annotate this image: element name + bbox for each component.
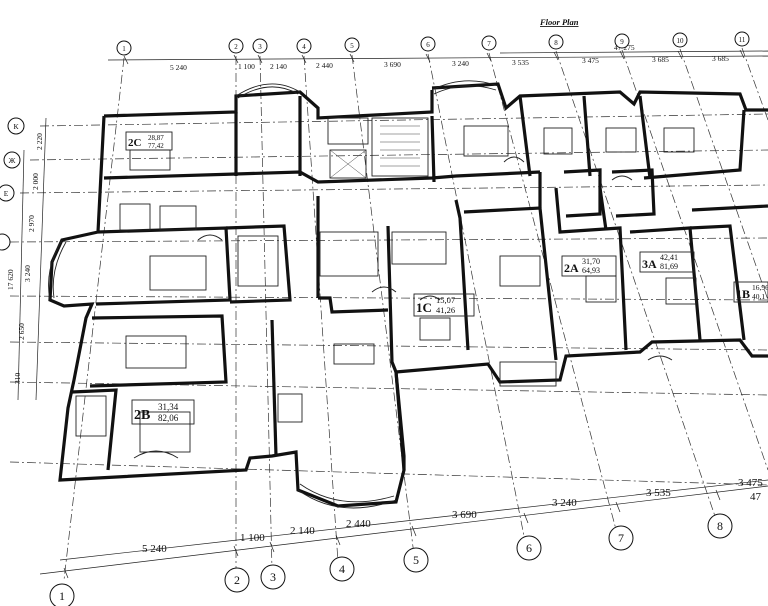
bottom-axis-numbers: 1 2 3 4 5 6 7 8 — [59, 519, 723, 603]
dim-bottom-7: 3 535 — [646, 487, 671, 499]
axis-bottom-7: 7 — [618, 531, 624, 545]
axis-top-4: 4 — [302, 43, 306, 51]
axis-top-11: 11 — [739, 36, 746, 44]
unit-tag-2c: 2C 28,87 77,42 — [125, 131, 173, 151]
dim-bottom-5: 3 690 — [452, 509, 477, 521]
unit-1c-area-b: 41,26 — [436, 305, 455, 315]
unit-2c-area-a: 28,87 — [148, 134, 164, 142]
dim-left-6: 2 650 — [17, 323, 26, 340]
dim-top-2: 1 100 — [238, 62, 255, 71]
unit-2a-area-a: 31,70 — [582, 257, 600, 266]
unit-2b-code: 2B — [134, 408, 150, 423]
unit-1c-code: 1C — [416, 300, 432, 315]
axis-top-8: 8 — [554, 39, 558, 47]
bay-windows — [48, 80, 499, 509]
unit-1b-area-b: 40,1 — [752, 292, 765, 301]
top-axis-numbers: 1 2 3 4 5 6 7 8 9 10 11 — [122, 36, 746, 53]
unit-tag-3a: 3A 42,41 81,69 — [639, 251, 695, 273]
dim-bottom-4: 2 440 — [346, 518, 371, 530]
dim-top-9: 3 685 — [652, 55, 669, 64]
top-axis-markers — [116, 31, 750, 56]
axis-left-1: К — [13, 122, 19, 131]
top-dimension-values: 5 240 1 100 2 140 2 440 3 690 3 240 3 53… — [170, 54, 729, 72]
building-walls — [48, 82, 768, 508]
unit-2b-area-a: 31,34 — [158, 402, 179, 412]
axis-bottom-2: 2 — [234, 573, 240, 587]
bottom-axis-markers — [49, 513, 733, 606]
axis-top-2: 2 — [234, 43, 238, 51]
unit-1b-area-a: 16,96 — [752, 283, 768, 292]
dim-bottom-3: 2 140 — [290, 525, 315, 537]
interior-details — [75, 117, 697, 459]
axis-top-3: 3 — [258, 43, 262, 51]
unit-tag-2b: 2B 31,34 82,06 — [131, 399, 195, 425]
unit-2a-area-b: 64,93 — [582, 266, 600, 275]
unit-2a-code: 2A — [564, 261, 579, 275]
dim-top-4: 2 440 — [316, 61, 333, 70]
axis-top-10: 10 — [677, 37, 685, 45]
axis-top-7: 7 — [487, 40, 491, 48]
unit-tag-2a: 2A 31,70 64,93 — [561, 255, 617, 277]
top-dimension-lines — [107, 49, 768, 65]
plan-title: Floor Plan — [539, 17, 579, 27]
dim-left-2: 2 000 — [31, 173, 40, 190]
axis-top-9: 9 — [620, 38, 624, 46]
dim-bottom-1: 5 240 — [142, 543, 167, 555]
unit-1c-area-a: 15,07 — [436, 295, 455, 305]
dim-left-7: 310 — [13, 373, 22, 385]
left-dimension-values: 2 220 2 000 2 970 17 620 3 240 2 650 310 — [6, 133, 44, 384]
axis-bottom-3: 3 — [270, 570, 276, 584]
axis-bottom-5: 5 — [413, 553, 419, 567]
dim-left-4: 17 620 — [6, 269, 15, 290]
axis-bottom-1: 1 — [59, 589, 65, 603]
axis-top-6: 6 — [426, 41, 430, 49]
axis-bottom-6: 6 — [526, 541, 532, 555]
axis-left-2: Ж — [9, 156, 16, 165]
unit-tag-1c: 1C 15,07 41,26 — [413, 293, 475, 317]
bottom-dimension-lines — [39, 479, 768, 579]
axis-left-3: Е — [4, 189, 9, 198]
dim-left-5: 3 240 — [23, 265, 32, 282]
unit-2c-area-b: 77,42 — [148, 142, 164, 150]
axis-bottom-4: 4 — [339, 562, 345, 576]
unit-3a-area-a: 42,41 — [660, 253, 678, 262]
unit-3a-code: 3A — [642, 257, 657, 271]
dim-bottom-2: 1 100 — [240, 532, 265, 544]
dim-top-3: 2 140 — [270, 62, 287, 71]
bottom-dimension-values: 5 240 1 100 2 140 2 440 3 690 3 240 3 53… — [142, 477, 763, 555]
dim-top-7: 3 535 — [512, 58, 529, 67]
dim-bottom-6: 3 240 — [552, 497, 577, 509]
dim-top-5: 3 690 — [384, 60, 401, 69]
axis-top-1: 1 — [122, 45, 126, 53]
left-dimension-lines — [17, 117, 47, 401]
dim-left-3: 2 970 — [27, 215, 36, 232]
dim-top-10: 3 685 — [712, 54, 729, 63]
dim-top-1: 5 240 — [170, 63, 187, 72]
axis-bottom-8: 8 — [717, 519, 723, 533]
unit-3a-area-b: 81,69 — [660, 262, 678, 271]
dim-left-1: 2 220 — [35, 133, 44, 150]
unit-2b-area-b: 82,06 — [158, 413, 179, 423]
overall-dimension-bottom: 47 — [750, 491, 762, 503]
left-axis-letters: К Ж Е — [4, 122, 20, 198]
unit-tag-1b: 1B 16,96 40,1 — [733, 281, 768, 303]
unit-1b-code: 1B — [736, 287, 750, 301]
unit-2c-code: 2C — [128, 137, 142, 149]
dim-top-6: 3 240 — [452, 59, 469, 68]
left-axis-markers — [0, 117, 25, 251]
axis-top-5: 5 — [350, 42, 354, 50]
dim-bottom-8: 3 475 — [738, 477, 763, 489]
dim-top-8: 3 475 — [582, 56, 599, 65]
